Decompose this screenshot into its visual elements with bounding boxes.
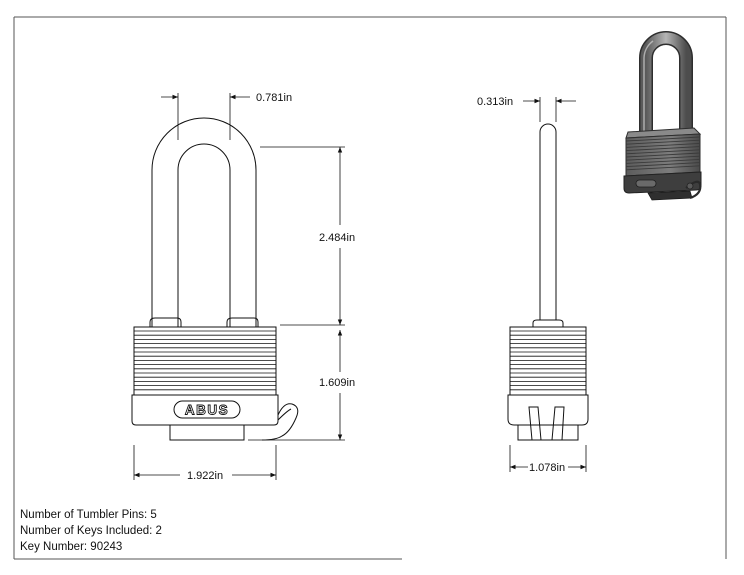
front-dimension-lines xyxy=(133,93,345,480)
spec-keys-included: Number of Keys Included: 2 xyxy=(20,525,162,537)
side-bumper xyxy=(507,394,589,441)
front-shackle xyxy=(151,117,257,327)
dim-shackle-clearance: 0.781in xyxy=(256,92,292,104)
side-dimension-lines xyxy=(509,97,587,472)
dim-shackle-diameter: 0.313in xyxy=(477,96,513,108)
dim-body-width: 1.922in xyxy=(187,470,223,482)
dim-shackle-height: 2.484in xyxy=(319,232,355,244)
body-rib-line xyxy=(625,158,701,164)
front-bumper xyxy=(131,394,299,441)
dim-body-height: 1.609in xyxy=(319,377,355,389)
spec-key-number: Key Number: 90243 xyxy=(20,541,123,553)
body-rib-line xyxy=(625,152,701,158)
side-body xyxy=(509,326,587,396)
front-body xyxy=(133,326,277,396)
body-rib-line xyxy=(625,136,701,142)
padlock-3d-render xyxy=(623,31,702,201)
side-shackle xyxy=(539,123,557,320)
brand-plate xyxy=(173,400,241,419)
side-view-padlock xyxy=(509,123,587,396)
body-rib-line xyxy=(625,165,701,171)
body-rib-line xyxy=(625,146,701,152)
body-rib-line xyxy=(625,162,701,168)
body-rib-line xyxy=(625,155,701,161)
brand-logo-text: ABUS xyxy=(185,403,229,418)
side-body-ribs xyxy=(510,330,586,391)
drawing-frame xyxy=(13,16,727,560)
body-rib-line xyxy=(625,142,701,148)
dim-body-depth: 1.078in xyxy=(529,462,565,474)
body-rib-line xyxy=(625,149,701,155)
front-body-ribs xyxy=(134,330,276,391)
front-view-padlock xyxy=(133,117,277,396)
body-rib-line xyxy=(625,139,701,145)
spec-tumbler-pins: Number of Tumbler Pins: 5 xyxy=(20,509,157,521)
